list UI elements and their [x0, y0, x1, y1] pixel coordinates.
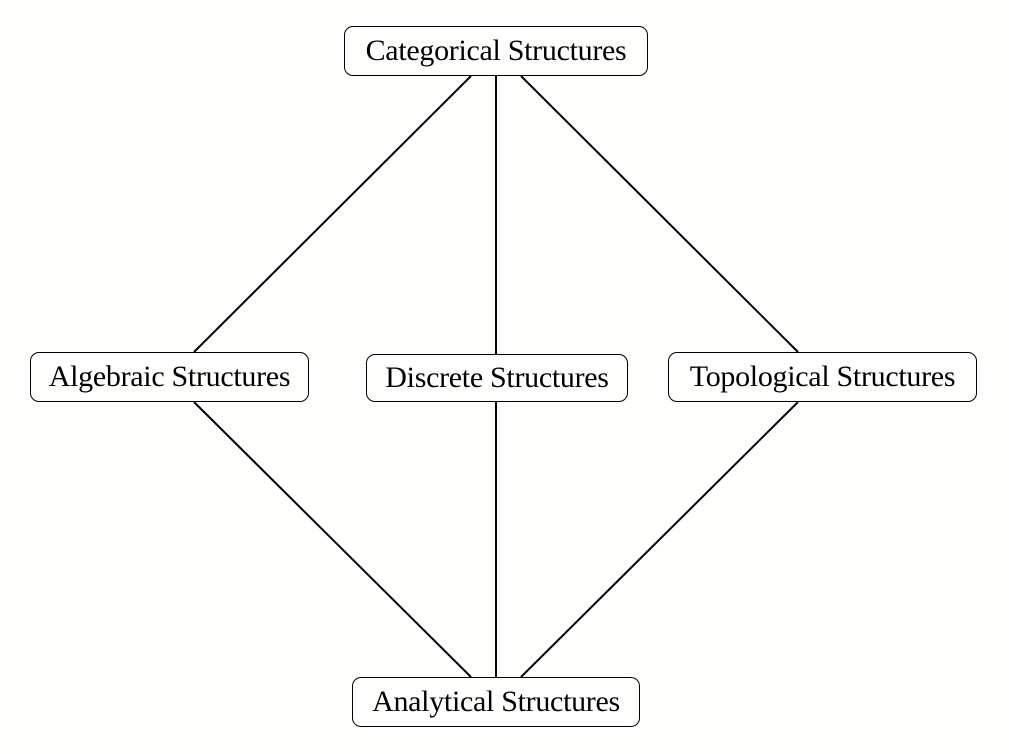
node-topological-structures: Topological Structures: [668, 352, 977, 402]
node-categorical-structures: Categorical Structures: [344, 26, 648, 76]
edge-categorical-topological: [520, 75, 799, 353]
edge-categorical-algebraic: [193, 75, 472, 353]
edge-algebraic-analytical: [193, 401, 472, 678]
node-discrete-structures: Discrete Structures: [366, 354, 628, 402]
edge-topological-analytical: [520, 401, 799, 678]
node-algebraic-structures: Algebraic Structures: [30, 352, 309, 402]
node-analytical-structures: Analytical Structures: [352, 677, 640, 727]
